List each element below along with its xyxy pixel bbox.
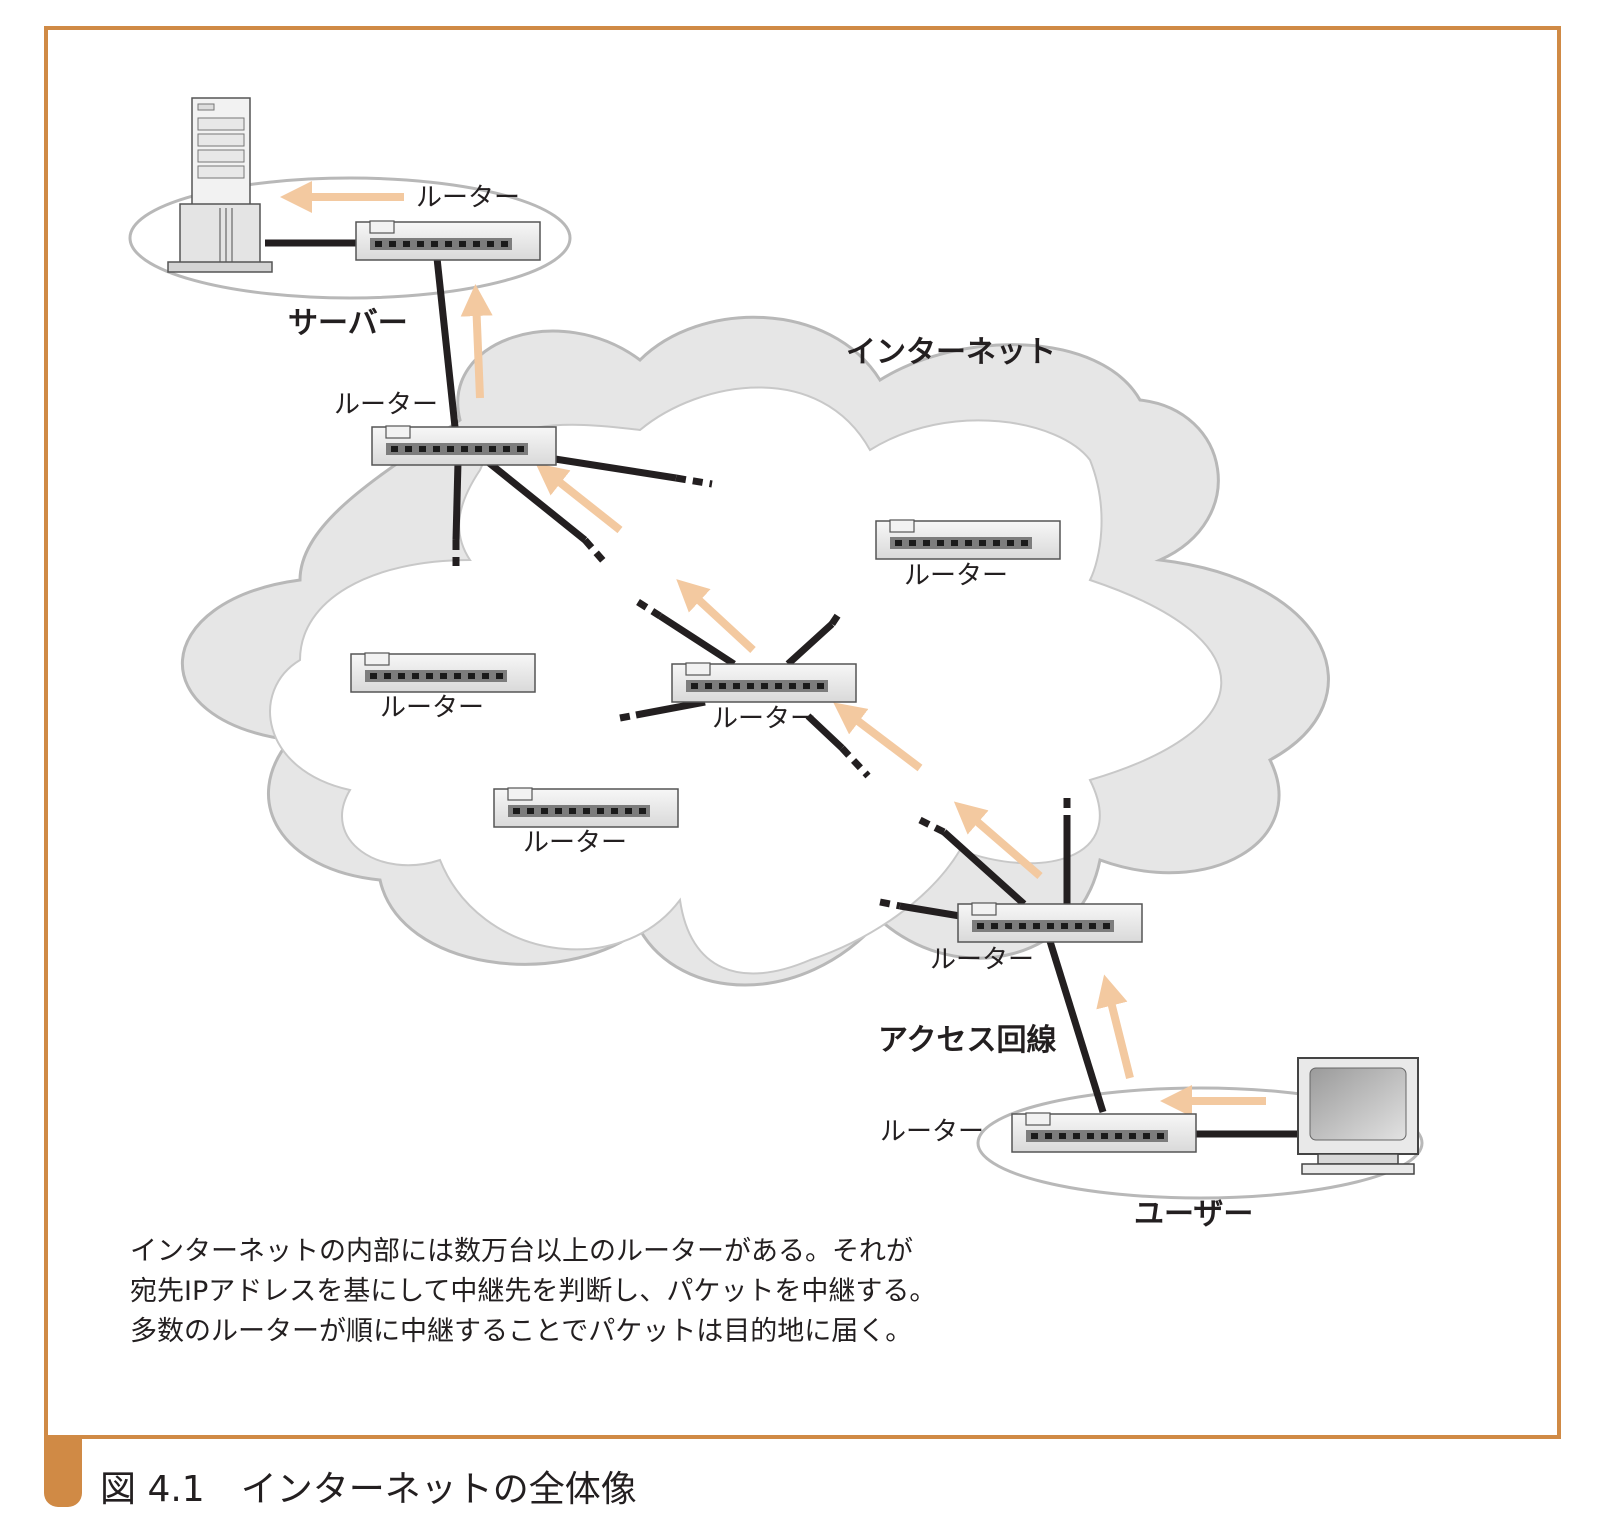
router-lower-left xyxy=(493,787,679,828)
router-label: ルーター xyxy=(880,1117,984,1147)
link-center-upleft xyxy=(658,613,736,667)
link-center-downright xyxy=(805,713,845,751)
packet-arrow-up-1 xyxy=(460,284,493,399)
description-line: 多数のルーターが順に中継することでパケットは目的地に届く。 xyxy=(130,1316,913,1347)
link-router2-diag xyxy=(485,459,588,543)
packet-arrow-diag-2 xyxy=(676,579,756,653)
server-icon xyxy=(167,97,273,273)
link-router2-right xyxy=(554,455,677,482)
router-label: ルーター xyxy=(523,828,627,858)
internet-label: インターネット xyxy=(846,335,1056,370)
caption-accent-bar xyxy=(44,1439,82,1507)
user-label: ユーザー xyxy=(1134,1197,1253,1232)
link-dash-1 xyxy=(675,474,713,488)
router-left xyxy=(350,652,536,693)
user-lan-ellipse xyxy=(976,1086,1424,1200)
link-center-left xyxy=(635,698,706,719)
router-upper-left xyxy=(371,425,557,466)
diagram-description: インターネットの内部には数万台以上のルーターがある。それが 宛先IPアドレスを基… xyxy=(130,1232,936,1352)
link-router1-router2 xyxy=(433,257,459,428)
link-dash-10 xyxy=(879,898,901,910)
link-router2-down xyxy=(452,461,462,541)
figure-title: インターネットの全体像 xyxy=(240,1469,637,1510)
router-edge xyxy=(957,902,1143,943)
link-dash-8 xyxy=(918,816,946,836)
description-line: インターネットの内部には数万台以上のルーターがある。それが xyxy=(130,1236,913,1267)
router-upper-right xyxy=(875,519,1061,560)
router-label: ルーター xyxy=(930,945,1034,975)
link-dash-4 xyxy=(636,599,662,619)
router-label: ルーター xyxy=(712,704,816,734)
link-dash-5 xyxy=(829,610,843,626)
router-center xyxy=(671,662,857,703)
packet-arrow-diag-4 xyxy=(953,801,1043,880)
packet-arrow-up-2 xyxy=(1096,974,1134,1079)
access-line-link xyxy=(1045,936,1107,1114)
figure-number: 図 4.1 xyxy=(100,1469,205,1510)
pc-icon xyxy=(1297,1057,1419,1175)
server-label: サーバー xyxy=(288,306,408,341)
link-edge-left xyxy=(899,902,961,920)
link-dash-6 xyxy=(619,711,637,722)
router-label: ルーター xyxy=(904,561,1008,591)
router-label: ルーター xyxy=(380,693,484,723)
router-label: ルーター xyxy=(334,390,438,420)
packet-arrow-diag-1 xyxy=(535,463,623,534)
link-center-upright xyxy=(785,621,835,667)
router-server-side xyxy=(355,220,541,261)
link-dash-7 xyxy=(839,745,871,779)
link-dash-3 xyxy=(582,537,609,567)
access-line-label: アクセス回線 xyxy=(878,1023,1057,1058)
router-user-side xyxy=(1011,1112,1197,1153)
figure-caption: 図 4.1 インターネットの全体像 xyxy=(100,1460,637,1512)
description-line: 宛先IPアドレスを基にして中継先を判断し、パケットを中継する。 xyxy=(130,1276,937,1307)
server-lan-ellipse xyxy=(128,176,572,300)
router-label: ルーター xyxy=(416,183,520,213)
packet-arrow-diag-3 xyxy=(833,702,923,772)
link-edge-upleft xyxy=(941,829,1027,907)
